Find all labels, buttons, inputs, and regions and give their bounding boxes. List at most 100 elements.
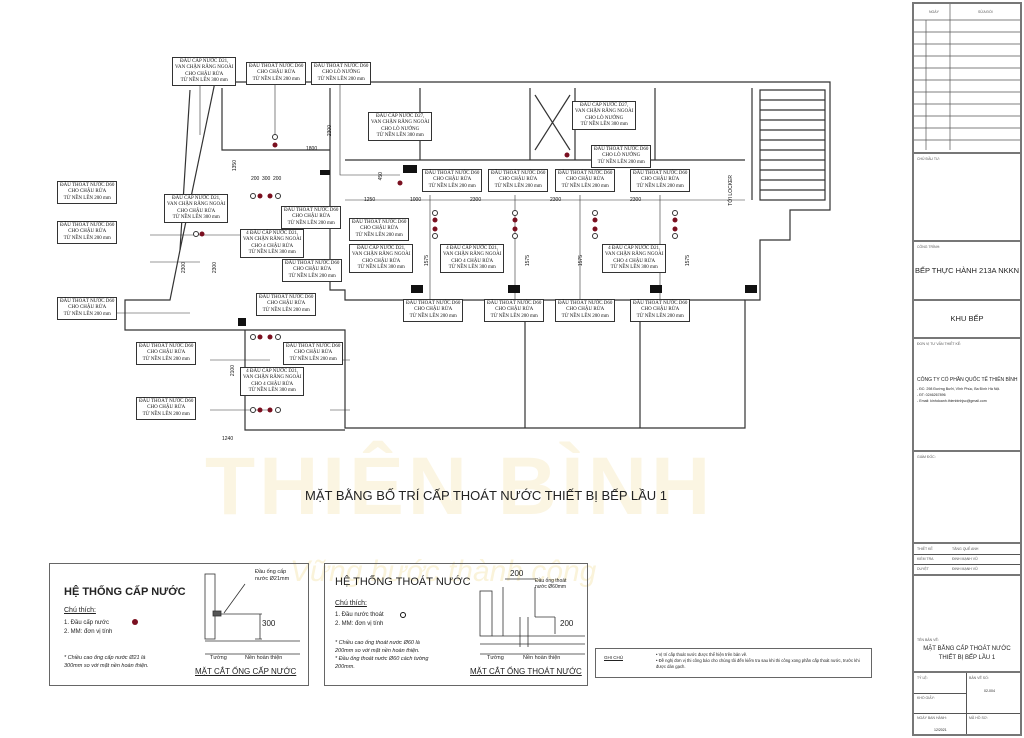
drawing-info-grid: TỶ LỆ: BẢN VẼ SỐ: 02-004 KHỔ GIẤY: NGÀY … xyxy=(914,673,1020,734)
drawing-name-label: TÊN BẢN VẼ: xyxy=(917,638,939,642)
staff-name: TĂNG QUẾ ANH xyxy=(952,547,979,551)
date-label: NGÀY BAN HÀNH: xyxy=(917,716,947,720)
dimension: 2300 xyxy=(470,197,482,203)
consultant-cell: ĐƠN VỊ TƯ VẤN THIẾT KẾ: CÔNG TY CỔ PHẦN … xyxy=(914,339,1020,452)
staff-name: ĐINH MẠNH VŨ xyxy=(952,557,978,561)
revision-table: NGÀY SỬA ĐỔI xyxy=(914,4,1020,154)
plan-label: ĐẦU THOÁT NƯỚC D60 CHO CHẬU RỬA TỪ NỀN L… xyxy=(283,342,344,365)
supply-callout: Đầu ống cấp nước Ø21mm xyxy=(255,569,290,582)
notes-item: • Đề nghị đơn vị thi công báo cho chúng … xyxy=(656,658,860,669)
drain-item: 1. Đầu nước thoát xyxy=(335,612,384,618)
notes-text: Vị trí cấp thoát nước được thể hiện trên… xyxy=(658,652,748,657)
dimension: 1350 xyxy=(232,160,238,172)
plan-label: 4 ĐẦU CẤP NƯỚC D21, VAN CHẶN RĂNG NGOÀI … xyxy=(240,367,305,397)
plan-label: ĐẦU THOÁT NƯỚC D60 CHO CHẬU RỬA TỪ NỀN L… xyxy=(403,299,464,322)
plan-label: ĐẦU THOÁT NƯỚC D60 CHO LÒ NƯỚNG TỪ NỀN L… xyxy=(311,62,372,85)
company-name: CÔNG TY CỔ PHẦN QUỐC TẾ THIÊN BÌNH xyxy=(917,377,1018,383)
staff-row: THIẾT KẾ TĂNG QUẾ ANH xyxy=(914,544,1020,555)
plan-label: 4 ĐẦU CẤP NƯỚC D21, VAN CHẶN RĂNG NGOÀI … xyxy=(440,244,505,274)
drawing-no-label: BẢN VẼ SỐ: xyxy=(969,676,989,680)
dimension: 2300 xyxy=(212,262,218,274)
plan-label: ĐẦU THOÁT NƯỚC D60 CHO CHẬU RỬA TỪ NỀN L… xyxy=(630,169,691,192)
dimension: 2300 xyxy=(630,197,642,203)
plan-label: ĐẦU THOÁT NƯỚC D60 CHO CHẬU RỬA TỪ NỀN L… xyxy=(57,297,118,320)
plan-label: 4 ĐẦU CẤP NƯỚC D21, VAN CHẶN RĂNG NGOÀI … xyxy=(602,244,667,274)
staff-role: DUYỆT xyxy=(917,567,929,571)
plan-label: ĐẦU THOÁT NƯỚC D60 CHO CHẬU RỬA TỪ NỀN L… xyxy=(488,169,549,192)
plan-label: ĐẦU THOÁT NƯỚC D60 CHO CHẬU RỬA TỪ NỀN L… xyxy=(136,397,197,420)
company-email: - Email: kinhdoanh.thienbinhjsc@gmail.co… xyxy=(917,399,987,403)
drain-legend-title: Chú thích: xyxy=(335,600,367,607)
notes-label: GHI CHÚ xyxy=(604,655,623,660)
revision-grid xyxy=(914,4,1020,150)
paper-label: KHỔ GIẤY: xyxy=(917,696,935,700)
supply-title: HỆ THỐNG CẤP NƯỚC xyxy=(64,586,186,598)
scale-label: TỶ LỆ: xyxy=(917,676,928,680)
drain-dim-vertical: 200 xyxy=(560,619,574,628)
dimension: 2300 xyxy=(327,125,333,137)
dimension: 200 xyxy=(251,176,260,182)
drain-dim-horizontal: 200 xyxy=(510,569,524,578)
plan-label: 4 ĐẦU CẤP NƯỚC D21, VAN CHẶN RĂNG NGOÀI … xyxy=(240,229,305,259)
drain-note: * Chiều cao ống thoát nước Ø60 là 200mm … xyxy=(335,640,429,670)
dimension: 1575 xyxy=(525,255,531,267)
drain-title: HỆ THỐNG THOÁT NƯỚC xyxy=(335,576,471,588)
supply-legend: HỆ THỐNG CẤP NƯỚC Chú thích: 1. Đầu cấp … xyxy=(49,563,309,686)
staff-role: THIẾT KẾ xyxy=(917,547,933,551)
stair xyxy=(759,89,826,201)
plan-label: ĐẦU THOÁT NƯỚC D60 CHO LÒ NƯỚNG TỪ NỀN L… xyxy=(591,145,652,168)
plan-label: ĐẦU THOÁT NƯỚC D60 CHO CHẬU RỬA TỪ NỀN L… xyxy=(246,62,307,85)
title-block: NGÀY SỬA ĐỔI CHỦ ĐẦU TƯ: CÔNG TRÌNH: BẾP … xyxy=(912,2,1022,736)
plan-label: ĐẦU THOÁT NƯỚC D60 CHO CHẬU RỬA TỪ NỀN L… xyxy=(256,293,317,316)
drawing-name: MẶT BẰNG CẤP THOÁT NƯỚC THIẾT BỊ BẾP LẦU… xyxy=(923,646,1011,661)
plan-title: MẶT BẰNG BỐ TRÍ CẤP THOÁT NƯỚC THIẾT BỊ … xyxy=(305,488,668,503)
dimension: 1575 xyxy=(685,255,691,267)
supply-section-drawing xyxy=(204,573,300,655)
dimension: 1575 xyxy=(424,255,430,267)
dimension: 200 xyxy=(273,176,282,182)
dimension: 1250 xyxy=(364,197,376,203)
plan-label: ĐẦU THOÁT NƯỚC D60 CHO CHẬU RỬA TỪ NỀN L… xyxy=(282,259,343,282)
plan-label: ĐẦU THOÁT NƯỚC D60 CHO CHẬU RỬA TỪ NỀN L… xyxy=(555,299,616,322)
staff-table: THIẾT KẾ TĂNG QUẾ ANH KIỂM TRA ĐINH MẠNH V… xyxy=(914,544,1020,576)
supply-wall-label: Tường xyxy=(210,655,227,661)
owner-label: CHỦ ĐẦU TƯ: xyxy=(917,157,940,161)
notes-text: Đề nghị đơn vị thi công báo cho chúng tô… xyxy=(656,658,860,669)
supply-point-icon xyxy=(132,619,138,625)
dimension: 2100 xyxy=(230,365,236,377)
revision-change-header: SỬA ĐỔI xyxy=(978,10,993,14)
plan-label: ĐẦU CẤP NƯỚC D21, VAN CHẶN RĂNG NGOÀI CH… xyxy=(164,194,229,224)
plan-label: ĐẦU CẤP NƯỚC D21, VAN CHẶN RĂNG NGOÀI CH… xyxy=(349,244,414,274)
dimension: 1800 xyxy=(306,146,318,152)
drain-section-drawing xyxy=(479,578,585,655)
plan-label: ĐẦU CẤP NƯỚC D21, VAN CHẶN RĂNG NGOÀI CH… xyxy=(172,57,237,87)
supply-legend-title: Chú thích: xyxy=(64,607,96,614)
supply-points xyxy=(199,142,678,413)
project-name: BẾP THỰC HÀNH 213A NKKN xyxy=(914,266,1020,275)
supply-item: 1. Đầu cấp nước xyxy=(64,620,109,626)
dimension: 2300 xyxy=(550,197,562,203)
plan-label: ĐẦU CẤP NƯỚC D27, VAN CHẶN RĂNG NGOÀI CH… xyxy=(572,101,637,131)
staff-row: DUYỆT ĐINH MẠNH VŨ xyxy=(914,564,1020,574)
dimension: 1240 xyxy=(222,436,234,442)
drain-wall-label: Tường xyxy=(487,655,504,661)
consultant-label: ĐƠN VỊ TƯ VẤN THIẾT KẾ: xyxy=(917,342,962,346)
project-label: CÔNG TRÌNH: xyxy=(917,245,941,249)
supply-item: 2. MM: đơn vị tính xyxy=(64,629,113,635)
file-code-label: MÃ HỒ SƠ: xyxy=(969,716,988,720)
dimension: 450 xyxy=(378,172,384,181)
general-notes: GHI CHÚ • Vị trí cấp thoát nước được thể… xyxy=(595,648,872,678)
drawing-fills xyxy=(238,165,757,326)
watermark-slogan: Vững bước thành công xyxy=(290,555,597,588)
area-name: KHU BẾP xyxy=(950,314,984,323)
owner-cell: CHỦ ĐẦU TƯ: xyxy=(914,154,1020,242)
dimension: 1000 xyxy=(410,197,422,203)
drain-callout: Đầu ống thoát nước Ø60mm xyxy=(535,578,567,590)
supply-section-title: MẶT CẮT ỐNG CẤP NƯỚC xyxy=(195,667,297,676)
project-cell: CÔNG TRÌNH: BẾP THỰC HÀNH 213A NKKN xyxy=(914,242,1020,301)
company-phone: - ĐT: 0246267896 xyxy=(917,393,946,397)
staff-role: KIỂM TRA xyxy=(917,557,934,561)
plan-label: ĐẦU THOÁT NƯỚC D60 CHO CHẬU RỬA TỪ NỀN L… xyxy=(630,299,691,322)
staff-name: ĐINH MẠNH VŨ xyxy=(952,567,978,571)
